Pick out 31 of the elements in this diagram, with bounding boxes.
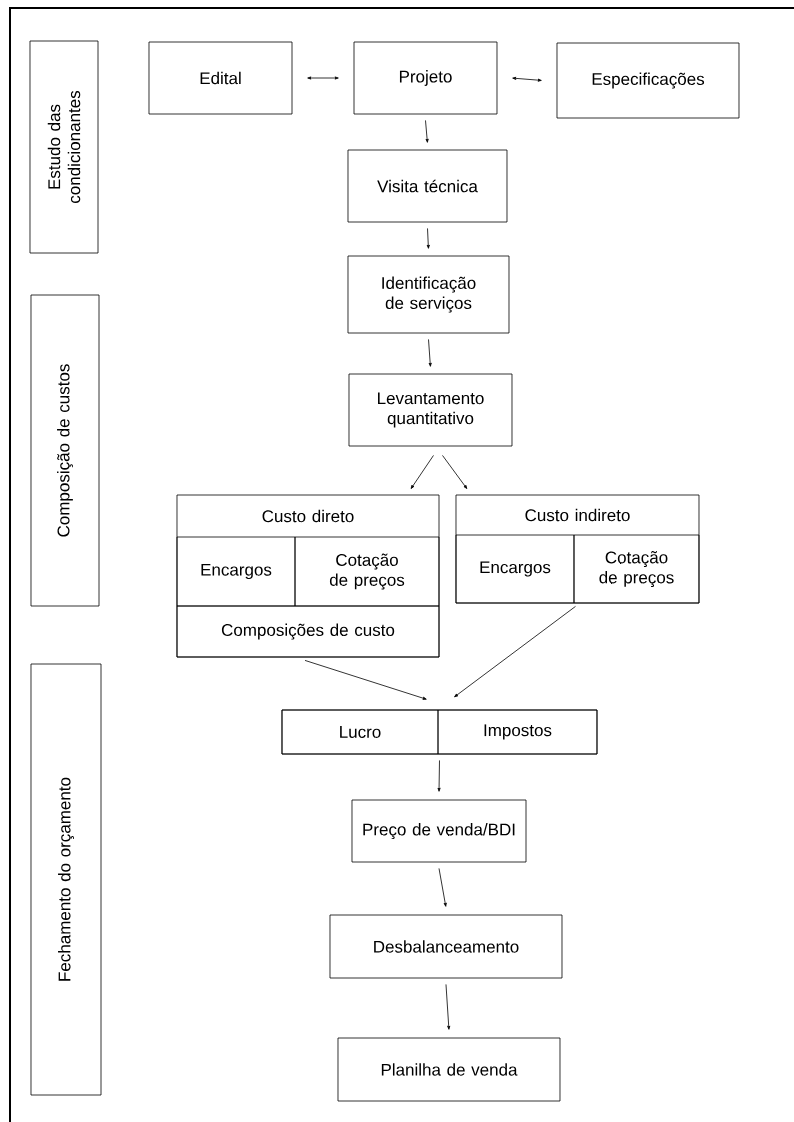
process-box: Levantamento quantitativo (348, 373, 513, 447)
arrow (304, 660, 427, 700)
table-cell: Cotação de preços (294, 536, 440, 607)
arrow (410, 455, 434, 489)
process-box: Identificação de serviços (347, 255, 510, 334)
arrow (442, 455, 468, 489)
process-box: Visita técnica (347, 149, 508, 223)
arrow (454, 606, 576, 698)
section-band: Estudo das condicionantes (29, 40, 99, 254)
process-box: Especificações (556, 42, 740, 119)
arrow (438, 868, 447, 907)
table-cell: Cotação de preços (573, 534, 700, 604)
process-box: Edital (148, 41, 293, 115)
process-box: Preço de venda/BDI (351, 799, 527, 863)
arrow (445, 984, 451, 1030)
table-cell: Encargos (455, 534, 575, 604)
section-band: Composição de custos (30, 294, 100, 607)
arrow (428, 339, 432, 367)
arrow (307, 76, 339, 80)
arrow (512, 76, 542, 82)
arrow (426, 228, 430, 249)
section-band: Fechamento do orçamento (30, 663, 102, 1096)
table-cell: Lucro (281, 709, 439, 755)
arrow (425, 120, 429, 143)
table-cell: Impostos (437, 709, 598, 755)
arrow (437, 760, 441, 792)
process-box: Planilha de venda (337, 1037, 561, 1102)
process-box: Projeto (353, 41, 498, 115)
table-cell: Encargos (176, 536, 296, 607)
process-box: Desbalanceamento (329, 914, 563, 979)
table-cell: Composições de custo (176, 605, 440, 658)
